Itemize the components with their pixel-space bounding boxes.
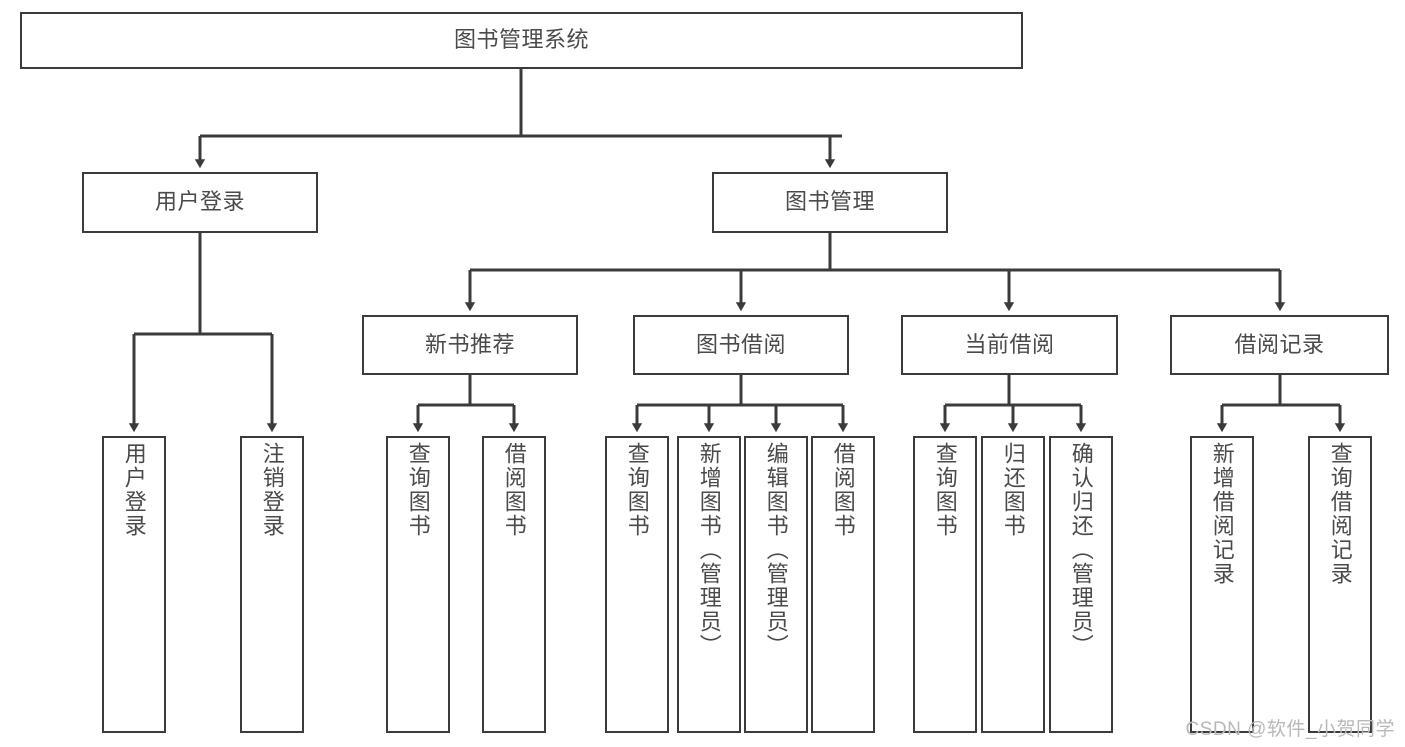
leaf-query-book-borrow[interactable]: 查询图书	[605, 436, 669, 733]
leaf-add-borrow-record[interactable]: 新增借阅记录	[1190, 436, 1254, 733]
leaf-logout[interactable]: 注销登录	[240, 436, 304, 733]
node-new-book-recommend-label: 新书推荐	[424, 331, 515, 357]
leaf-borrow-book-rec[interactable]: 借阅图书	[482, 436, 546, 733]
leaf-add-book-admin[interactable]: 新增图书（管理员）	[677, 436, 741, 733]
node-book-management-label: 图书管理	[784, 189, 875, 215]
leaf-query-book-rec-label: 查询图书	[405, 442, 431, 538]
node-current-borrow[interactable]: 当前借阅	[901, 315, 1118, 375]
leaf-query-book-rec[interactable]: 查询图书	[386, 436, 450, 733]
csdn-watermark: CSDN @软件_小贺同学	[1185, 719, 1395, 740]
node-borrow-record-label: 借阅记录	[1234, 331, 1325, 357]
node-root-label: 图书管理系统	[453, 27, 589, 53]
leaf-confirm-return-admin-label: 确认归还（管理员）	[1068, 442, 1094, 658]
node-borrow-record[interactable]: 借阅记录	[1170, 315, 1389, 375]
node-new-book-recommend[interactable]: 新书推荐	[362, 315, 578, 375]
leaf-borrow-book-rec-label: 借阅图书	[501, 442, 527, 538]
node-book-borrow[interactable]: 图书借阅	[633, 315, 849, 375]
leaf-query-book-current[interactable]: 查询图书	[913, 436, 977, 733]
leaf-borrow-book-borrow[interactable]: 借阅图书	[811, 436, 875, 733]
leaf-return-book-label: 归还图书	[1000, 442, 1026, 538]
leaf-edit-book-admin[interactable]: 编辑图书（管理员）	[744, 436, 808, 733]
leaf-user-login[interactable]: 用户登录	[102, 436, 166, 733]
leaf-edit-book-admin-label: 编辑图书（管理员）	[763, 442, 789, 658]
leaf-query-book-current-label: 查询图书	[932, 442, 958, 538]
leaf-add-book-admin-label: 新增图书（管理员）	[696, 442, 722, 658]
leaf-query-borrow-record[interactable]: 查询借阅记录	[1308, 436, 1372, 733]
leaf-query-book-borrow-label: 查询图书	[624, 442, 650, 538]
node-book-management[interactable]: 图书管理	[712, 172, 948, 233]
node-root[interactable]: 图书管理系统	[20, 12, 1023, 69]
leaf-logout-label: 注销登录	[259, 442, 285, 538]
leaf-return-book[interactable]: 归还图书	[981, 436, 1045, 733]
node-current-borrow-label: 当前借阅	[964, 331, 1055, 357]
node-user-login-label: 用户登录	[154, 189, 245, 215]
leaf-add-borrow-record-label: 新增借阅记录	[1209, 442, 1235, 586]
leaf-confirm-return-admin[interactable]: 确认归还（管理员）	[1049, 436, 1113, 733]
leaf-query-borrow-record-label: 查询借阅记录	[1327, 442, 1353, 586]
leaf-user-login-label: 用户登录	[121, 442, 147, 538]
leaf-borrow-book-borrow-label: 借阅图书	[830, 442, 856, 538]
node-user-login[interactable]: 用户登录	[82, 172, 318, 233]
node-book-borrow-label: 图书借阅	[695, 331, 786, 357]
